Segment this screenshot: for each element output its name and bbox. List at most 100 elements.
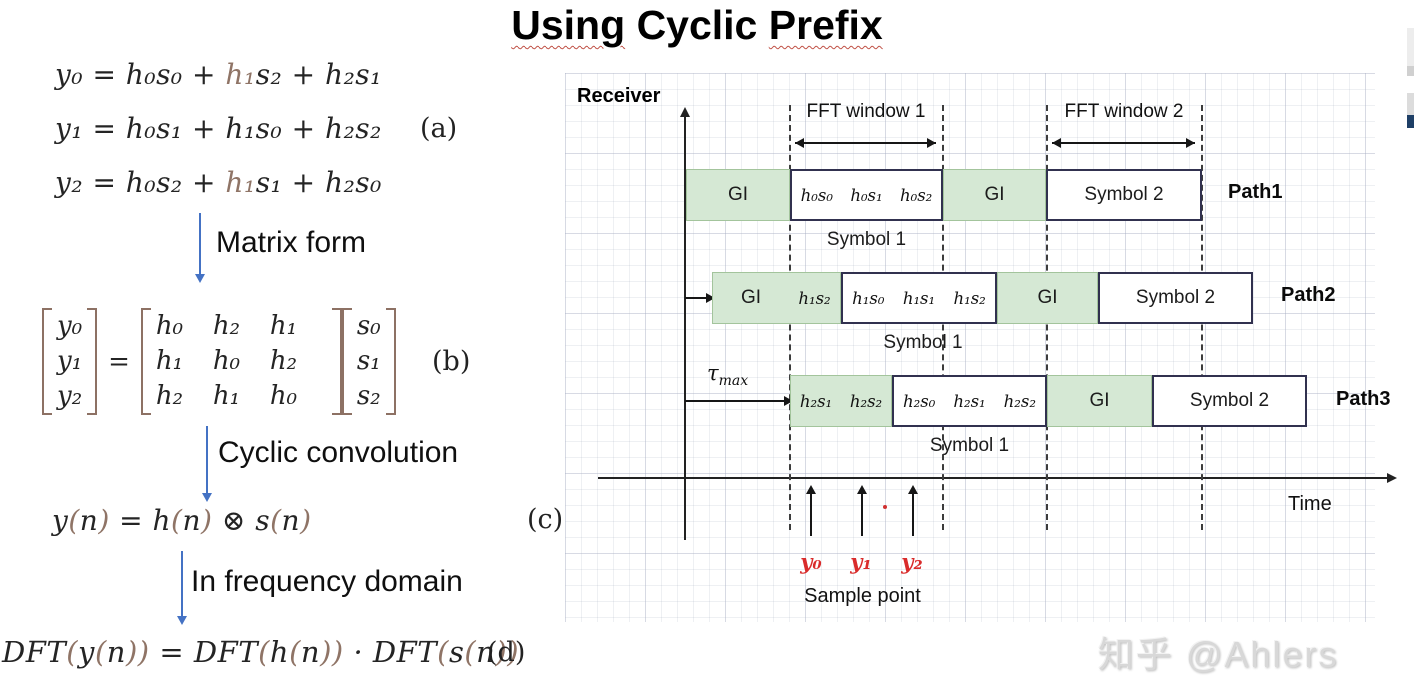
path2-symbol2-block: Symbol 2 xyxy=(1098,272,1253,324)
gi-label: GI xyxy=(740,287,762,308)
path1-symbol2-block: Symbol 2 xyxy=(1046,169,1202,221)
symbol2-label: Symbol 2 xyxy=(1084,184,1164,205)
path2-label: Path2 xyxy=(1281,284,1336,306)
equation-dft: DFT(y(n)) = DFT(h(n)) · DFT(s(n)) xyxy=(2,635,520,669)
equation-cyclic-convolution: y(n) = h(n) ⊗ s(n) xyxy=(52,504,312,537)
matrix-cell: h₀ xyxy=(212,346,241,376)
matrix-cell: h₀ xyxy=(269,381,298,411)
sample-cell: h₀s₂ xyxy=(899,185,933,205)
fft-window-1-label: FFT window 1 xyxy=(806,101,926,122)
equation-tag-d: (d) xyxy=(487,637,526,668)
path1-gi2-block: GI xyxy=(943,169,1046,221)
equation-y2: y₂ = h₀s₂ + h₁s₁ + h₂s₀ xyxy=(55,166,382,199)
equation-y1: y₁ = h₀s₁ + h₁s₀ + h₂s₂ xyxy=(55,112,382,145)
path3-symbol1-label: Symbol 1 xyxy=(929,435,1010,456)
bracket-icon xyxy=(42,308,52,415)
path3-gi-block: h₂s₁ h₂s₂ xyxy=(790,375,892,427)
path3-label: Path3 xyxy=(1336,388,1391,410)
bracket-icon xyxy=(87,308,98,415)
equation-tag-b: (b) xyxy=(432,346,471,377)
path3-data-block: h₂s₀ h₂s₁ h₂s₂ xyxy=(892,375,1047,427)
tau-max-label: τmax xyxy=(707,361,749,390)
matrix-cell: h₁ xyxy=(212,381,241,411)
path1-gi-block: GI xyxy=(686,169,790,221)
path2-data-block: h₁s₀ h₁s₁ h₁s₂ xyxy=(841,272,997,324)
bracket-icon xyxy=(140,308,151,415)
screen-edge-strip xyxy=(1407,28,1414,66)
cp-copy-cell: h₁s₂ xyxy=(798,288,831,308)
flow-arrow-icon xyxy=(177,551,187,625)
sample-point-label: Sample point xyxy=(804,585,921,607)
page-title: Using Cyclic Prefix xyxy=(511,2,883,48)
bracket-icon xyxy=(341,308,352,415)
flow-arrow-icon xyxy=(195,213,205,283)
matrix-cell: h₂ xyxy=(212,311,241,341)
gi-label: GI xyxy=(727,184,749,205)
receiver-label: Receiver xyxy=(577,85,661,107)
bracket-icon xyxy=(385,308,396,415)
matrix-cell: s₂ xyxy=(356,381,381,411)
path3-gi2-block: GI xyxy=(1047,375,1152,427)
receiver-axis xyxy=(680,107,690,540)
sample-cell: h₀s₁ xyxy=(850,185,883,205)
sample-label-y1: y₁ xyxy=(850,549,872,574)
sample-cell: h₀s₀ xyxy=(800,185,833,205)
path3-symbol2-block: Symbol 2 xyxy=(1152,375,1307,427)
screen-edge-strip xyxy=(1407,115,1414,128)
zhihu-watermark: 知乎 @Ahlers xyxy=(1098,634,1339,675)
matrix-cell: h₁ xyxy=(155,346,184,376)
y-vector: y₀ y₁ y₂ xyxy=(52,308,87,415)
path2-symbol1-label: Symbol 1 xyxy=(883,332,963,353)
matrix-cell: y₀ xyxy=(57,311,83,341)
path2-delay-arrow xyxy=(685,293,715,303)
cp-copy-cell: h₂s₁ xyxy=(799,391,833,411)
path2-gi-block: GI h₁s₂ xyxy=(712,272,841,324)
s-vector: s₀ s₁ s₂ xyxy=(352,308,386,415)
sample-cell: h₂s₂ xyxy=(1003,391,1036,411)
step-label-frequency-domain: In frequency domain xyxy=(191,565,463,598)
cp-copy-cell: h₂s₂ xyxy=(849,391,883,411)
gi-label: GI xyxy=(1037,287,1058,308)
sample-cell: h₁s₂ xyxy=(953,288,986,308)
sample-label-y2: y₂ xyxy=(901,549,923,574)
fft-window-2-span-arrow xyxy=(1052,138,1195,148)
sample-cell: h₂s₀ xyxy=(903,391,936,411)
time-axis xyxy=(598,473,1397,483)
sample-arrow-y1 xyxy=(857,485,867,536)
matrix-cell: h₂ xyxy=(155,381,184,411)
screen-edge-strip xyxy=(1407,66,1414,76)
sample-arrow-y2 xyxy=(908,485,918,536)
time-label: Time xyxy=(1288,493,1332,515)
path3-delay-arrow xyxy=(685,396,793,406)
sample-arrow-y0 xyxy=(806,485,816,536)
path1-label: Path1 xyxy=(1228,181,1283,203)
path2-gi2-block: GI xyxy=(997,272,1098,324)
equation-tag-a: (a) xyxy=(420,113,458,144)
equals-sign: = xyxy=(108,346,130,377)
symbol2-label: Symbol 2 xyxy=(1189,390,1270,411)
flow-arrow-icon xyxy=(202,426,212,502)
screen-edge-strip xyxy=(1407,93,1414,115)
equation-y0: y₀ = h₀s₀ + h₁s₂ + h₂s₁ xyxy=(55,58,382,91)
gi-label: GI xyxy=(1089,390,1110,411)
red-dot-icon xyxy=(883,505,887,509)
step-label-matrix-form: Matrix form xyxy=(216,226,366,259)
matrix-cell: h₁ xyxy=(269,311,298,341)
sample-label-y0: y₀ xyxy=(800,549,822,574)
path1-data-block: h₀s₀ h₀s₁ h₀s₂ xyxy=(790,169,943,221)
matrix-cell: h₂ xyxy=(269,346,298,376)
sample-cell: h₂s₁ xyxy=(953,391,986,411)
bracket-icon xyxy=(331,308,342,415)
h-matrix: h₀ h₂ h₁ h₁ h₀ h₂ h₂ h₁ h₀ xyxy=(151,308,332,415)
fft-window-1-span-arrow xyxy=(795,138,936,148)
matrix-cell: y₂ xyxy=(57,381,83,411)
matrix-equation: y₀ y₁ y₂ = h₀ h₂ h₁ h₁ h₀ h₂ h₂ h₁ h₀ s₀… xyxy=(42,308,396,415)
sample-cell: h₁s₁ xyxy=(902,288,936,308)
matrix-cell: y₁ xyxy=(57,346,83,376)
step-label-cyclic-convolution: Cyclic convolution xyxy=(218,436,459,469)
grid-background xyxy=(565,73,1375,622)
matrix-cell: s₁ xyxy=(356,346,381,376)
sample-cell: h₁s₀ xyxy=(852,288,885,308)
multipath-timing-diagram: Receiver Time FFT window 1 FFT window 2 … xyxy=(565,73,1414,676)
matrix-cell: s₀ xyxy=(356,311,381,341)
